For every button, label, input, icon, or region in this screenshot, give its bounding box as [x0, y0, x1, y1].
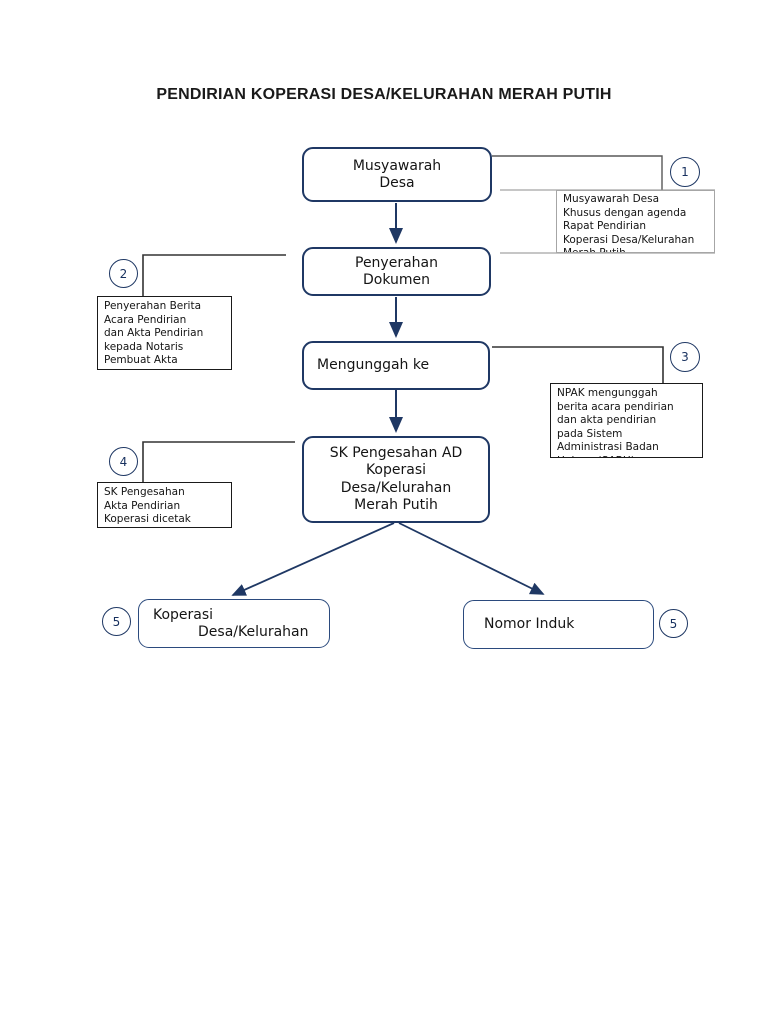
node-nomor-induk: Nomor Induk [463, 600, 654, 649]
arrow-sk-to-nomor-induk [398, 522, 545, 595]
step-circle-3: 3 [670, 342, 700, 372]
callout2-bracket-line [142, 254, 286, 296]
step-circle-4: 4 [109, 447, 138, 476]
callout3-bracket-line [492, 346, 664, 383]
callout4-bracket-line [142, 441, 295, 482]
node-penyerahan-dokumen: Penyerahan Dokumen [302, 247, 491, 296]
node-koperasi-line2: Desa/Kelurahan [198, 623, 309, 640]
callout4-note: SK Pengesahan Akta Pendirian Koperasi di… [97, 482, 232, 528]
callout3-note: NPAK mengunggah berita acara pendirian d… [550, 383, 703, 458]
callout1-note: Musyawarah Desa Khusus dengan agenda Rap… [556, 190, 715, 253]
step-circle-1: 1 [670, 157, 700, 187]
callout1-bracket-line [492, 155, 663, 190]
step-circle-5-left: 5 [102, 607, 131, 636]
node-musyawarah-desa: Musyawarah Desa [302, 147, 492, 202]
node-sk-pengesahan: SK Pengesahan AD Koperasi Desa/Kelurahan… [302, 436, 490, 523]
arrow-sk-to-koperasi [231, 522, 395, 596]
page-title: PENDIRIAN KOPERASI DESA/KELURAHAN MERAH … [156, 86, 612, 103]
step-circle-5-right: 5 [659, 609, 688, 638]
callout2-note: Penyerahan Berita Acara Pendirian dan Ak… [97, 296, 232, 370]
node-koperasi-line1: Koperasi [153, 606, 214, 623]
step-circle-2: 2 [109, 259, 138, 288]
node-koperasi-desa-kelurahan: Koperasi Desa/Kelurahan [138, 599, 330, 648]
node-mengunggah-ke: Mengunggah ke [302, 341, 490, 390]
